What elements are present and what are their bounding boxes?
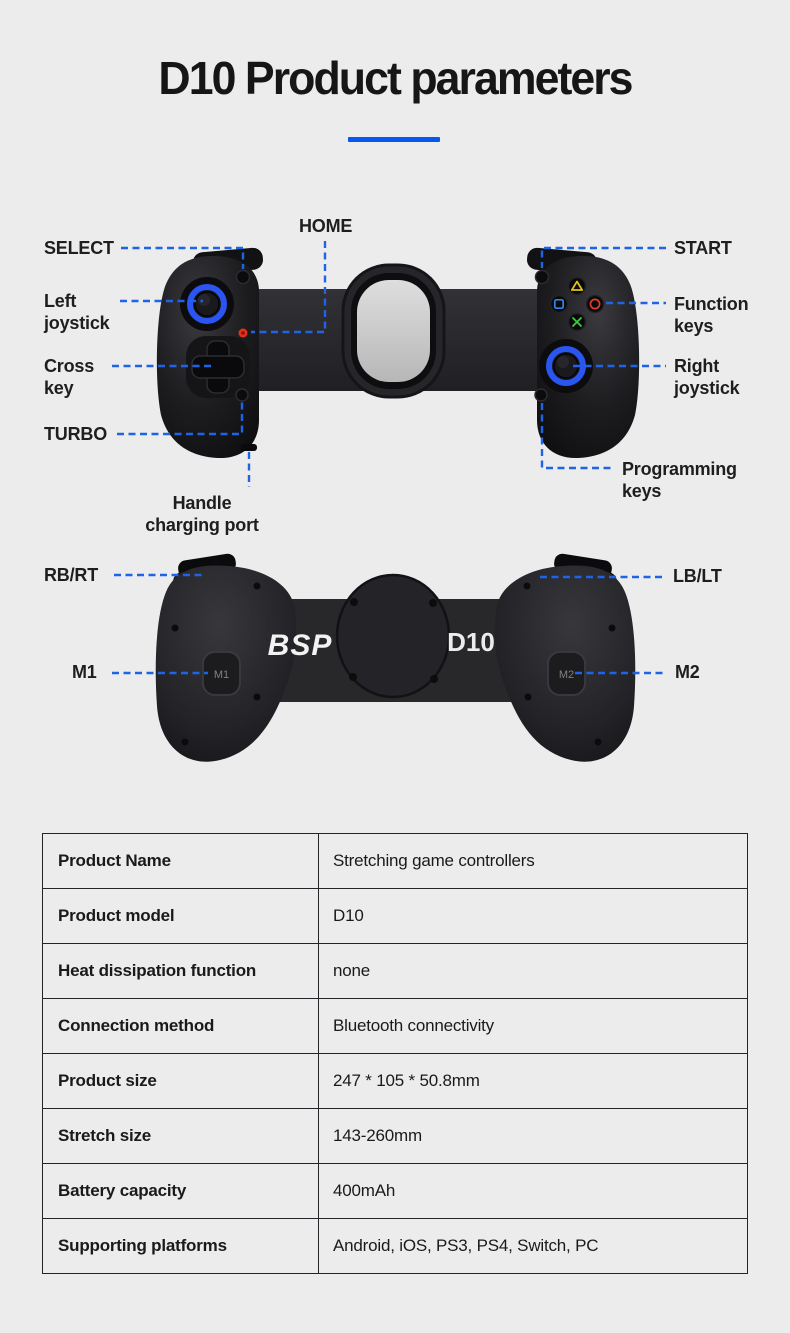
triangle-button [567,276,587,296]
spec-row: Stretch size 143-260mm [42,1108,748,1164]
label-m1: M1 [72,662,97,682]
triangle-icon [570,280,584,291]
spec-row: Product size 247 * 105 * 50.8mm [42,1053,748,1109]
label-m2: M2 [675,662,700,682]
spec-label: Product Name [42,833,319,889]
spec-row: Battery capacity 400mAh [42,1163,748,1219]
square-icon [553,298,565,310]
m1-button: M1 [202,651,241,696]
phone-holder-pad [341,263,446,399]
circle-icon [589,298,601,310]
label-start: START [674,238,732,258]
spec-row: Connection method Bluetooth connectivity [42,998,748,1054]
spec-value: 143-260mm [318,1108,748,1164]
spec-label: Heat dissipation function [42,943,319,999]
cross-icon [572,317,582,327]
select-callout-line [121,246,245,269]
left-joystick [180,277,234,331]
spec-row: Heat dissipation function none [42,943,748,999]
callout-lines [112,241,666,675]
right-joystick [539,339,593,393]
spec-row: Product model D10 [42,888,748,944]
spec-value: 400mAh [318,1163,748,1219]
spec-row: Product Name Stretching game controllers [42,833,748,889]
handle-charging-port [241,444,257,451]
spec-label: Product size [42,1053,319,1109]
label-lb-lt: LB/LT [673,566,722,586]
square-button [549,294,569,314]
circle-button [585,294,605,314]
svg-text:M2: M2 [559,669,574,681]
screws [171,582,616,746]
home-led [238,328,248,338]
m2-button: M2 [547,651,586,696]
model-print: D10 [447,627,495,657]
label-home: HOME [299,216,353,236]
spec-value: Stretching game controllers [318,833,748,889]
home-callout-line [251,241,327,334]
spec-label: Connection method [42,998,319,1054]
title-underline-accent [348,137,440,142]
page-title: D10 Product parameters [158,52,633,104]
spec-table: Product Name Stretching game controllers… [42,833,748,1274]
spec-value: Bluetooth connectivity [318,998,748,1054]
back-view-figure: BSP D10 M1 M2 [155,553,636,762]
turbo-button [235,388,249,402]
front-view-figure [156,247,640,459]
brand-logo: BSP [268,629,333,662]
programming-key-button [534,388,548,402]
select-button [235,269,251,285]
label-select: SELECT [44,238,114,258]
controller-diagram: BSP D10 M1 M2 [112,241,666,762]
spec-label: Supporting platforms [42,1218,319,1274]
label-rb-rt: RB/RT [44,565,98,585]
spec-label: Battery capacity [42,1163,319,1219]
spec-label: Product model [42,888,319,944]
start-button [534,269,550,285]
label-turbo: TURBO [44,424,107,444]
center-disc [335,573,451,699]
spec-value: D10 [318,888,748,944]
start-callout-line [540,246,666,268]
spec-row: Supporting platforms Android, iOS, PS3, … [42,1218,748,1274]
spec-value: Android, iOS, PS3, PS4, Switch, PC [318,1218,748,1274]
cross-key [186,336,250,398]
spec-label: Stretch size [42,1108,319,1164]
function-keys [549,276,605,332]
spec-value: none [318,943,748,999]
spec-value: 247 * 105 * 50.8mm [318,1053,748,1109]
svg-text:M1: M1 [214,669,229,681]
